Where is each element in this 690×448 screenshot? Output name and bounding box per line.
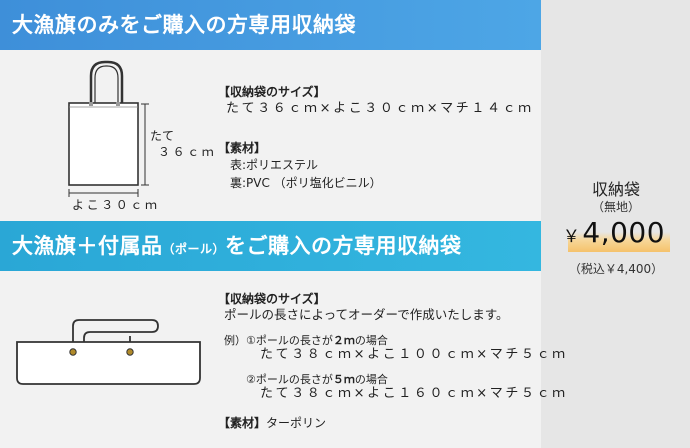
tote-handle-left xyxy=(89,60,124,104)
section2-title-paren: （ポール） xyxy=(162,242,226,256)
example1-label-post: の場合 xyxy=(354,334,388,347)
example1-label-pre: ①ポールの長さが xyxy=(246,334,333,347)
tote-handle-inner xyxy=(94,65,119,104)
example2-label-post: の場合 xyxy=(354,373,388,386)
section2-size-heading: 【収納袋のサイズ】 xyxy=(218,292,326,306)
pole-bag-handle xyxy=(72,319,159,346)
price-tax-included: （税込￥4,400） xyxy=(568,262,664,276)
height-dimension-label: たて xyxy=(150,129,175,143)
price-amount: 4,000 xyxy=(582,216,666,249)
example1-length: ２ｍ xyxy=(332,334,355,347)
example2-label-pre: ②ポールの長さが xyxy=(246,373,333,386)
example1-label: ①ポールの長さが２ｍの場合 xyxy=(246,333,388,349)
pole-bag-body xyxy=(16,341,201,385)
yen-symbol: ￥ xyxy=(562,227,581,247)
price-label: 収納袋 xyxy=(591,180,640,199)
tote-bag-illustration xyxy=(68,60,149,197)
example2-length: ５ｍ xyxy=(332,373,355,386)
example1-value: たて３８ｃｍ×よこ１００ｃｍ×マチ５ｃｍ xyxy=(260,347,568,362)
section1-banner: 大漁旗のみをご購入の方専用収納袋 xyxy=(0,0,541,50)
section2-banner: 大漁旗＋付属品（ポール）をご購入の方専用収納袋 xyxy=(0,221,541,271)
price-highlight xyxy=(568,232,670,252)
grommet-left xyxy=(69,348,77,356)
width-dimension-label: よこ３０ｃｍ xyxy=(72,198,160,212)
section1-material-heading: 【素材】 xyxy=(218,141,267,155)
section1-title: 大漁旗のみをご購入の方専用収納袋 xyxy=(12,13,356,37)
section1-material-front: 表:ポリエステル xyxy=(230,158,319,172)
section1-size-value: たて３６ｃｍ×よこ３０ｃｍ×マチ１４ｃｍ xyxy=(226,101,534,116)
example-label: 例） xyxy=(224,334,246,347)
section2-title-tail: をご購入の方専用収納袋 xyxy=(225,234,462,258)
section1-size-heading: 【収納袋のサイズ】 xyxy=(218,85,326,99)
section2-material-value: ターポリン xyxy=(266,416,327,430)
section1-material-back: 裏:PVC （ポリ塩化ビニル） xyxy=(230,176,382,190)
tote-body xyxy=(68,102,139,186)
price-sub-label: （無地） xyxy=(591,200,640,214)
grommet-right xyxy=(126,348,134,356)
example2-label: ②ポールの長さが５ｍの場合 xyxy=(246,372,388,388)
section2-material-heading: 【素材】 xyxy=(218,416,267,430)
price-panel xyxy=(541,0,690,448)
example2-value: たて３８ｃｍ×よこ１６０ｃｍ×マチ５ｃｍ xyxy=(260,386,568,401)
section2-title-main: 大漁旗＋付属品 xyxy=(12,234,163,258)
section2-size-note: ポールの長さによってオーダーで作成いたします。 xyxy=(224,307,509,322)
price-amount-block: ￥4,000 xyxy=(554,216,674,249)
height-dimension-value: ３６ｃｍ xyxy=(158,145,217,159)
